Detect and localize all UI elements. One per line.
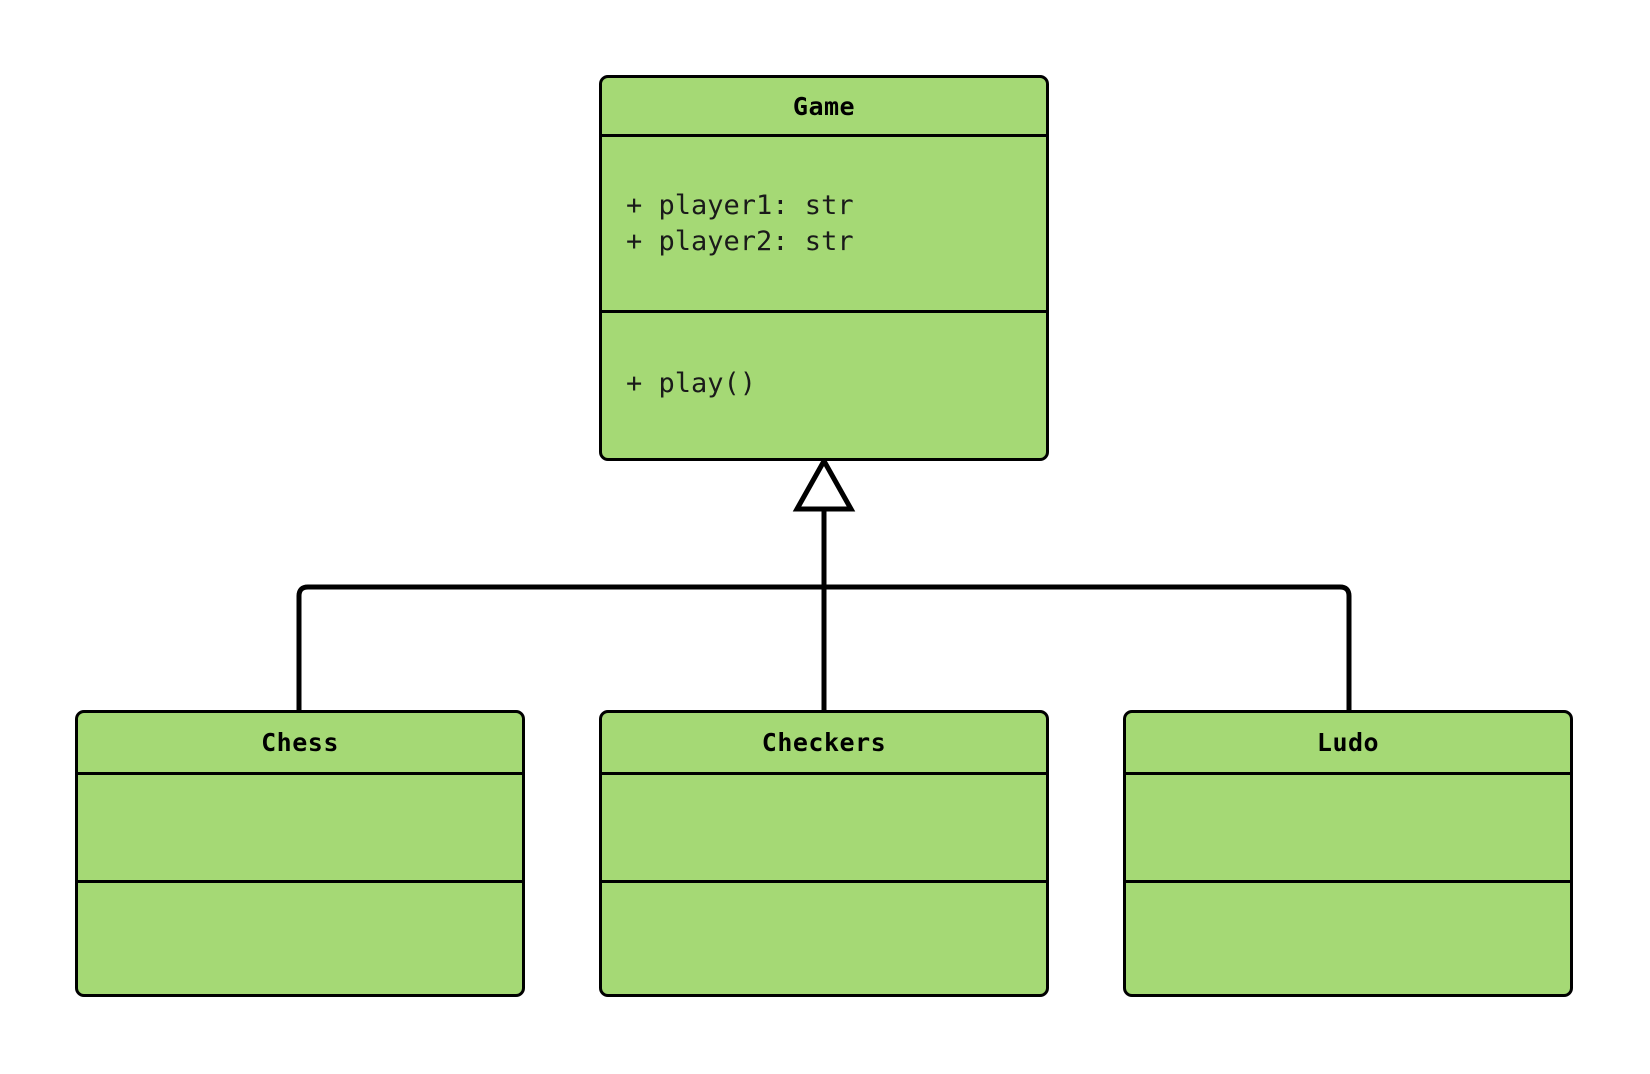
class-methods-chess xyxy=(78,883,522,991)
class-name-chess: Chess xyxy=(78,713,522,775)
class-methods-checkers xyxy=(602,883,1046,991)
class-methods-game: + play() xyxy=(602,313,1046,455)
class-attributes-chess xyxy=(78,775,522,883)
class-box-checkers[interactable]: Checkers xyxy=(599,710,1049,997)
class-box-chess[interactable]: Chess xyxy=(75,710,525,997)
class-name-ludo: Ludo xyxy=(1126,713,1570,775)
class-name-game: Game xyxy=(602,78,1046,137)
class-attributes-ludo xyxy=(1126,775,1570,883)
class-box-game[interactable]: Game + player1: str + player2: str + pla… xyxy=(599,75,1049,461)
class-methods-ludo xyxy=(1126,883,1570,991)
class-name-checkers: Checkers xyxy=(602,713,1046,775)
class-attributes-checkers xyxy=(602,775,1046,883)
connector-bus xyxy=(296,584,1352,710)
method-row: + play() xyxy=(626,368,757,400)
class-box-ludo[interactable]: Ludo xyxy=(1123,710,1573,997)
attribute-row: + player1: str xyxy=(626,189,854,221)
attribute-row: + player2: str xyxy=(626,225,854,257)
generalization-arrow-icon xyxy=(792,455,856,512)
class-attributes-game: + player1: str + player2: str xyxy=(602,137,1046,313)
